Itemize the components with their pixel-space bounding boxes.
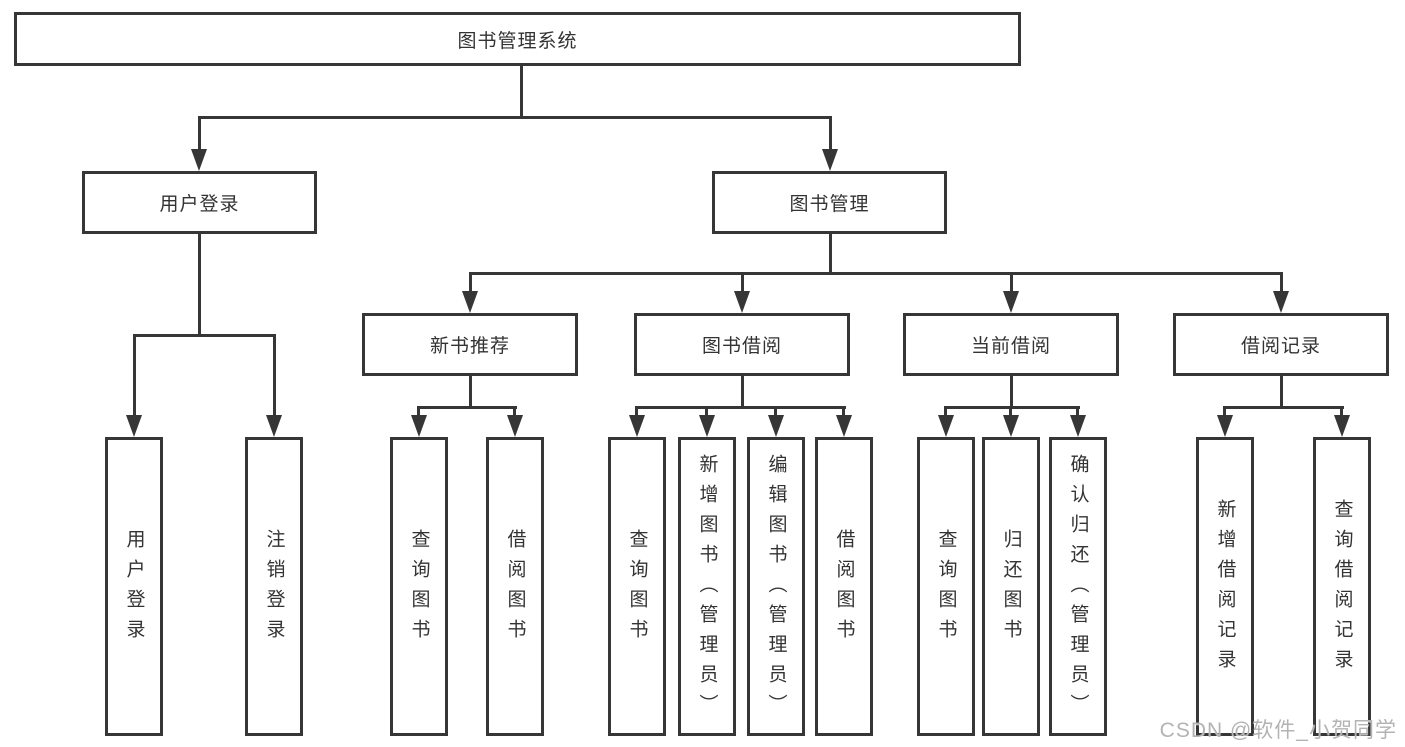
- arrowhead-down-icon: [191, 149, 207, 171]
- arrowhead-down-icon: [462, 291, 478, 313]
- arrowhead-down-icon: [507, 415, 523, 437]
- connector-hline: [636, 406, 846, 409]
- connector-vline: [705, 406, 708, 419]
- connector-vline: [842, 406, 845, 419]
- connector-vline: [774, 406, 777, 419]
- leaf-add-book-admin: 新增图书（管理员）: [678, 437, 736, 736]
- connector-vline: [513, 406, 516, 419]
- connector-vline: [1010, 376, 1013, 409]
- arrowhead-down-icon: [629, 415, 645, 437]
- connector-vline: [198, 116, 201, 152]
- leaf-query-books-current: 查询图书: [917, 437, 975, 736]
- connector-vline: [469, 272, 472, 293]
- connector-vline: [829, 234, 832, 275]
- connector-vline: [829, 116, 832, 152]
- connector-vline: [1340, 406, 1343, 419]
- connector-vline: [1010, 272, 1013, 293]
- leaf-borrow-books-borrow: 借阅图书: [815, 437, 873, 736]
- node-current-borrow: 当前借阅: [903, 313, 1119, 376]
- arrowhead-down-icon: [734, 291, 750, 313]
- connector-vline: [1280, 272, 1283, 293]
- leaf-user-login: 用户登录: [105, 437, 163, 736]
- connector-vline: [133, 334, 136, 417]
- node-book-borrow: 图书借阅: [634, 313, 850, 376]
- node-borrow-records: 借阅记录: [1173, 313, 1389, 376]
- connector-vline: [273, 334, 276, 417]
- arrowhead-down-icon: [699, 415, 715, 437]
- arrowhead-down-icon: [126, 415, 142, 437]
- connector-vline: [1009, 406, 1012, 419]
- arrowhead-down-icon: [1003, 291, 1019, 313]
- connector-vline: [469, 376, 472, 409]
- arrowhead-down-icon: [266, 415, 282, 437]
- connector-vline: [417, 406, 420, 419]
- connector-vline: [1223, 406, 1226, 419]
- connector-hline: [945, 406, 1080, 409]
- connector-vline: [198, 234, 201, 336]
- leaf-borrow-books-newbook: 借阅图书: [486, 437, 544, 736]
- connector-vline: [944, 406, 947, 419]
- leaf-confirm-return-admin: 确认归还（管理员）: [1049, 437, 1107, 736]
- arrowhead-down-icon: [411, 415, 427, 437]
- leaf-return-book: 归还图书: [982, 437, 1040, 736]
- connector-hline: [418, 406, 517, 409]
- node-user-login: 用户登录: [82, 171, 317, 234]
- arrowhead-down-icon: [938, 415, 954, 437]
- connector-vline: [741, 376, 744, 409]
- arrowhead-down-icon: [1003, 415, 1019, 437]
- connector-hline: [469, 272, 1283, 275]
- leaf-logout: 注销登录: [245, 437, 303, 736]
- connector-hline: [1224, 406, 1344, 409]
- connector-vline: [1280, 376, 1283, 409]
- leaf-edit-book-admin: 编辑图书（管理员）: [747, 437, 805, 736]
- arrowhead-down-icon: [836, 415, 852, 437]
- leaf-query-books-newbook: 查询图书: [390, 437, 448, 736]
- connector-hline: [133, 334, 275, 337]
- node-new-book-recommend: 新书推荐: [362, 313, 578, 376]
- arrowhead-down-icon: [822, 149, 838, 171]
- arrowhead-down-icon: [1273, 291, 1289, 313]
- leaf-query-borrow-record: 查询借阅记录: [1313, 437, 1371, 736]
- connector-vline: [635, 406, 638, 419]
- csdn-watermark: CSDN @软件_小贺同学: [1159, 719, 1397, 742]
- connector-vline: [1076, 406, 1079, 419]
- connector-hline: [198, 116, 832, 119]
- node-book-management: 图书管理: [712, 171, 947, 234]
- arrowhead-down-icon: [1334, 415, 1350, 437]
- connector-vline: [741, 272, 744, 293]
- leaf-query-books-borrow: 查询图书: [608, 437, 666, 736]
- node-root: 图书管理系统: [14, 12, 1021, 66]
- arrowhead-down-icon: [1217, 415, 1233, 437]
- connector-vline: [520, 66, 523, 116]
- leaf-add-borrow-record: 新增借阅记录: [1196, 437, 1254, 736]
- arrowhead-down-icon: [1070, 415, 1086, 437]
- arrowhead-down-icon: [768, 415, 784, 437]
